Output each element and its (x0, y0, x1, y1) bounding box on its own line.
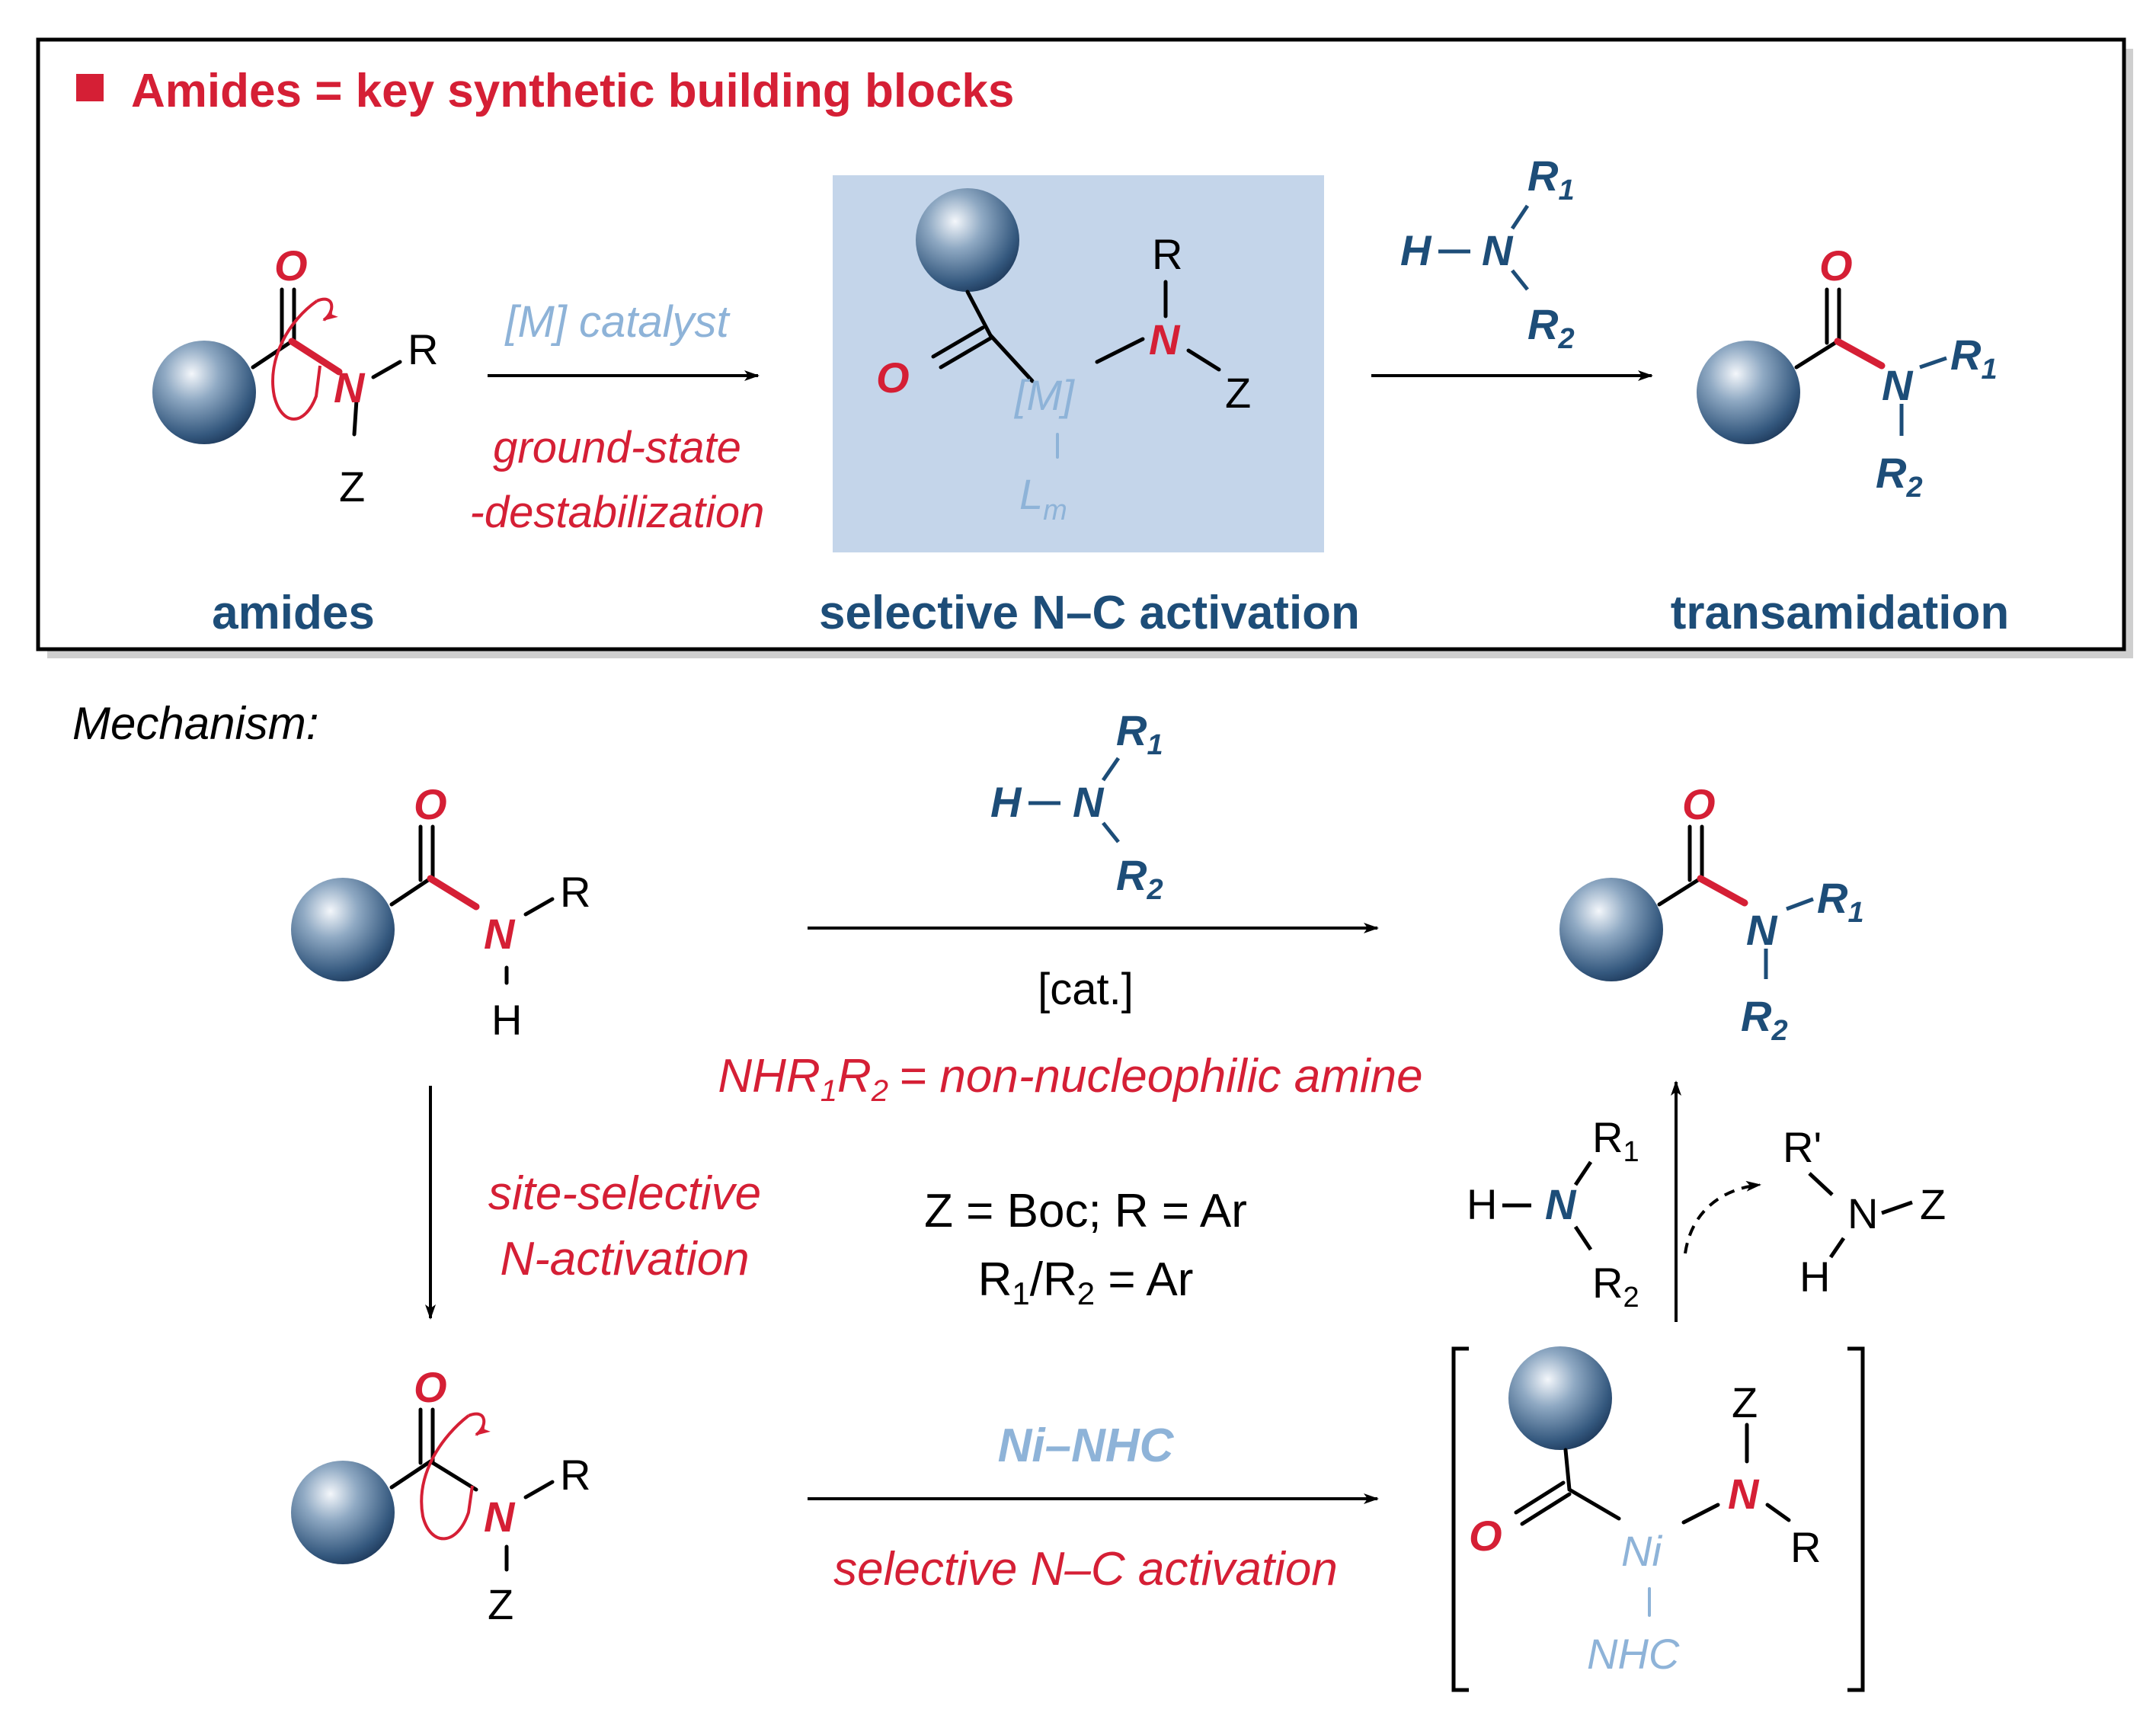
molecule-metal-complex: O [M] N R Z Lm (876, 188, 1251, 527)
substituent-sphere-icon (152, 341, 256, 444)
atom-oxygen: O (414, 1363, 447, 1411)
atom-oxygen: O (1682, 780, 1716, 828)
molecule-product-mech: O N R1 R2 (1559, 780, 1864, 1047)
substituent-r2: R2 (1876, 449, 1923, 504)
bullet-square-icon (76, 74, 104, 101)
atom-r: R (1152, 230, 1182, 278)
atom-z: Z (339, 463, 365, 511)
atom-z: Z (488, 1580, 513, 1628)
substituent-r1: R1 (1950, 331, 1998, 386)
ni-arrow-sublabel: selective N–C activation (833, 1543, 1338, 1596)
atom-h: H (990, 778, 1022, 826)
atom-nitrogen: N (1746, 906, 1778, 954)
conditions-line-1: Z = Boc; R = Ar (924, 1185, 1247, 1237)
substituent-r1: R1 (1116, 706, 1163, 761)
amine-note: NHR1R2= non-nucleophilic amine (718, 1050, 1422, 1108)
nickel-center: Ni (1621, 1527, 1662, 1575)
atom-h: H (1467, 1180, 1497, 1228)
substituent-r2: R2 (1527, 300, 1575, 355)
atom-oxygen: O (876, 354, 910, 402)
activation-highlight (833, 175, 1324, 552)
molecule-product-top: O N R1 R2 (1697, 242, 1998, 504)
nhc-ligand: NHC (1587, 1630, 1680, 1678)
amine-reagent-mech: H N R1 R2 (990, 706, 1163, 906)
atom-r: R (408, 325, 438, 373)
atom-r: R (560, 1451, 590, 1499)
curved-dashed-arrow (1684, 1180, 1761, 1254)
ni-arrow-label: Ni–NHC (998, 1420, 1175, 1472)
catalyst-label: [cat.] (1038, 965, 1134, 1014)
leaving-group-z: Z (1920, 1180, 1946, 1228)
atom-nitrogen: N (1545, 1180, 1577, 1228)
mechanism-title: Mechanism: (72, 698, 318, 749)
down-arrow-label-1: site-selective (488, 1167, 761, 1220)
atom-nitrogen: N (484, 910, 516, 958)
molecule-secondary-amide: O N R H (291, 780, 590, 1044)
amine-exchange: H N R1 R2 R' N Z H (1467, 1113, 1946, 1314)
substituent-sphere-icon (1508, 1346, 1612, 1450)
atom-h: H (491, 996, 522, 1044)
atom-nitrogen: N (1882, 361, 1914, 409)
substituent-sphere-icon (1559, 878, 1663, 981)
substituent-r2: R2 (1116, 851, 1163, 906)
atom-z: Z (1732, 1378, 1758, 1426)
right-bracket (1847, 1346, 1865, 1692)
atom-oxygen: O (414, 780, 447, 828)
rotation-arrow-icon (271, 299, 321, 421)
top-panel: Amides = key synthetic building blocks O… (36, 37, 2133, 658)
molecule-amide: O N R Z (152, 242, 438, 511)
substituent-r1: R1 (1592, 1113, 1639, 1168)
left-bracket (1451, 1346, 1469, 1692)
atom-nitrogen: N (484, 1493, 516, 1541)
leaving-group-h: H (1799, 1253, 1830, 1301)
atom-r: R (1790, 1523, 1821, 1571)
atom-nitrogen: N (334, 363, 366, 411)
metal-center: [M] (1013, 371, 1075, 419)
down-arrow-label-2: N-activation (500, 1233, 749, 1285)
ligand-label: Lm (1019, 470, 1067, 527)
substituent-r2: R2 (1592, 1259, 1639, 1314)
substituent-r1: R1 (1817, 874, 1864, 929)
label-amides: amides (212, 587, 375, 639)
rotation-arrow-icon (420, 1414, 474, 1541)
leaving-group-rprime: R' (1783, 1123, 1822, 1171)
conditions-line-2: R1/R2 = Ar (978, 1253, 1194, 1311)
ni-complex-intermediate: O Ni N Z R NHC (1451, 1346, 1865, 1692)
substituent-sphere-icon (916, 188, 1019, 292)
arrow-label-catalyst: [M] catalyst (504, 297, 731, 347)
leaving-group-n: N (1847, 1189, 1878, 1237)
atom-oxygen: O (274, 242, 308, 290)
atom-nitrogen: N (1073, 778, 1105, 826)
substituent-sphere-icon (1697, 341, 1800, 444)
atom-z: Z (1225, 369, 1251, 417)
atom-oxygen: O (1469, 1512, 1502, 1560)
atom-nitrogen: N (1728, 1470, 1760, 1518)
panel-title: Amides = key synthetic building blocks (131, 65, 1014, 117)
molecule-activated-amide: O N R Z (291, 1363, 590, 1628)
substituent-r2: R2 (1741, 992, 1788, 1047)
label-transamidation: transamidation (1671, 587, 2009, 639)
atom-nitrogen: N (1149, 315, 1181, 363)
substituent-sphere-icon (291, 1461, 395, 1564)
amine-reagent-top: H N R1 R2 (1400, 152, 1575, 355)
substituent-r1: R1 (1527, 152, 1575, 206)
arrow-label-ground-state: ground-state (493, 423, 741, 472)
atom-oxygen: O (1819, 242, 1853, 290)
atom-r: R (560, 868, 590, 916)
substituent-sphere-icon (291, 878, 395, 981)
arrow-label-destabilization: -destabilization (470, 488, 765, 537)
label-selective-activation: selective N–C activation (819, 587, 1360, 639)
atom-h: H (1400, 226, 1432, 274)
atom-nitrogen: N (1482, 226, 1514, 274)
